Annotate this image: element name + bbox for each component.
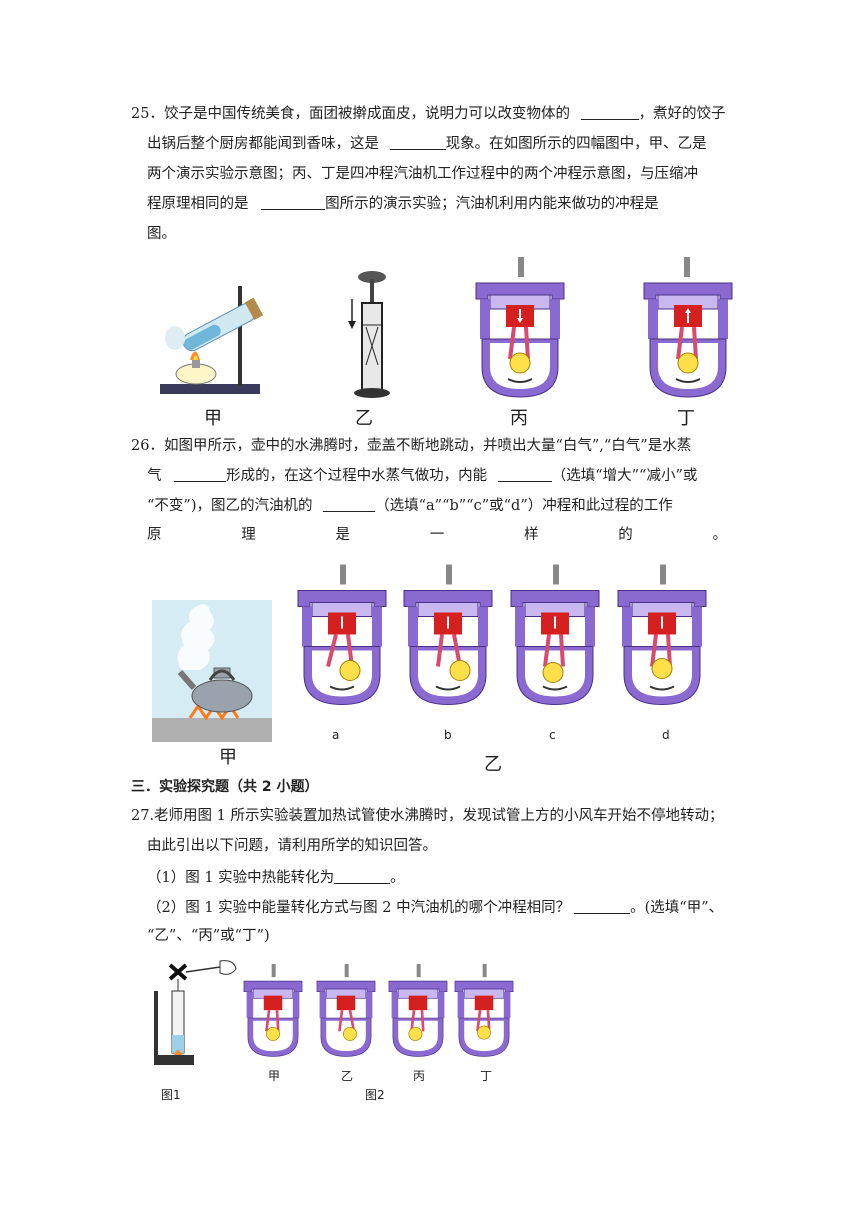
q26-blank-2[interactable] — [497, 463, 552, 482]
q25-label-bing: 丙 — [510, 408, 528, 429]
q25-text: ，煮好的饺子 — [638, 106, 726, 122]
q26-char: 原 — [147, 527, 162, 543]
q26-text: 气 — [147, 468, 162, 484]
q26-stroke-label-a: a — [332, 728, 340, 742]
q26-stroke-label-c: c — [549, 728, 556, 742]
q26-line3: “不变”)，图乙的汽油机的 （选填“a”“b”“c”或“d”）冲程和此过程的工作 — [147, 491, 673, 521]
q27-fig2-label: 图2 — [365, 1088, 385, 1102]
q26-label-yi: 乙 — [484, 754, 502, 775]
engine-stroke-b — [403, 564, 493, 706]
q27-engine-label-jia: 甲 — [268, 1069, 281, 1083]
boiling-kettle-figure — [152, 600, 272, 742]
q25-text: 现象。在如图所示的四幅图中，甲、乙是 — [445, 136, 707, 152]
q26-blank-1[interactable] — [174, 463, 227, 482]
q26-stroke-label-d: d — [662, 728, 670, 742]
q25-blank-1[interactable] — [580, 101, 639, 120]
engine-stroke-d — [617, 564, 707, 706]
q27-line3: （1）图 1 实验中热能转化为 。 — [147, 863, 405, 893]
q26-line4: 原 理 是 一 样 的 。 — [147, 520, 727, 550]
q26-line1: 26．如图甲所示，壶中的水沸腾时，壶盖不断地跳动，并喷出大量“白气”,“白气”是… — [131, 438, 692, 454]
q25-blank-2[interactable] — [389, 131, 446, 150]
q25-line3: 两个演示实验示意图；丙、丁是四冲程汽油机工作过程中的两个冲程示意图，与压缩冲 — [147, 166, 698, 182]
air-compression-cylinder-figure — [348, 271, 390, 398]
q26-blank-3[interactable] — [323, 493, 376, 512]
q27-text: （2）图 1 实验中能量转化方式与图 2 中汽油机的哪个冲程相同？ — [147, 900, 571, 916]
q26-char: 样 — [524, 527, 539, 543]
q26-char: 是 — [335, 527, 351, 543]
engine-diagram-bing — [475, 257, 565, 398]
q27-engine-label-yi: 乙 — [341, 1069, 354, 1083]
q27-line2: 由此引出以下问题，请利用所学的知识回答。 — [147, 838, 437, 854]
q27-text: 。(选填“甲”、 — [630, 900, 724, 916]
q25-line2: 出锅后整个厨房都能闻到香味，这是 现象。在如图所示的四幅图中，甲、乙是 — [147, 129, 707, 159]
alcohol-lamp-test-tube-figure — [160, 286, 264, 394]
q26-char: 。 — [712, 527, 728, 543]
q25-blank-3[interactable] — [261, 191, 326, 210]
engine-diagram-ding — [643, 257, 733, 398]
q25-label-jia: 甲 — [204, 408, 222, 429]
q27-text: 。 — [390, 870, 405, 886]
q27-engine-bing — [388, 963, 448, 1057]
q25-label-ding: 丁 — [677, 408, 695, 429]
q25-text: 25．饺子是中国传统美食，面团被擀成面皮，说明力可以改变物体的 — [131, 106, 570, 122]
engine-stroke-a — [297, 564, 387, 706]
q27-engine-label-bing: 丙 — [413, 1069, 426, 1083]
section-heading: 三．实验探究题（共 2 小题） — [131, 779, 319, 795]
q26-char: 的 — [618, 527, 633, 543]
pinwheel-test-tube-figure — [154, 960, 237, 1065]
q26-char: 一 — [429, 527, 445, 543]
q25-text: 图所示的演示实验；汽油机利用内能来做功的冲程是 — [325, 196, 659, 212]
q27-engine-yi — [316, 963, 376, 1057]
q25-line4: 程原理相同的是 图所示的演示实验；汽油机利用内能来做功的冲程是 — [147, 189, 659, 219]
q26-text: 形成的，在这个过程中水蒸气做功，内能 — [226, 468, 488, 484]
q25-line5: 图。 — [147, 226, 176, 242]
q25-text: 出锅后整个厨房都能闻到香味，这是 — [147, 136, 379, 152]
q27-line5: “乙”、“丙”或“丁”) — [147, 928, 270, 944]
q26-stroke-label-b: b — [444, 728, 452, 742]
q26-line2: 气 形成的，在这个过程中水蒸气做功，内能 （选填“增大”“减小”或 — [147, 461, 697, 491]
q27-blank-2[interactable] — [574, 895, 631, 914]
q25-label-yi: 乙 — [355, 408, 373, 429]
q26-label-jia: 甲 — [219, 747, 237, 768]
q27-engine-jia — [243, 963, 303, 1057]
q27-fig1-label: 图1 — [161, 1088, 181, 1102]
q27-engine-label-ding: 丁 — [480, 1069, 493, 1083]
q27-engine-ding — [454, 963, 514, 1057]
engine-stroke-c — [510, 564, 600, 706]
q27-blank-1[interactable] — [334, 865, 391, 884]
q25-text: 程原理相同的是 — [147, 196, 249, 212]
q26-text: “不变”)，图乙的汽油机的 — [147, 498, 313, 514]
q27-line4: （2）图 1 实验中能量转化方式与图 2 中汽油机的哪个冲程相同？ 。(选填“甲”… — [147, 893, 723, 923]
q27-text: （1）图 1 实验中热能转化为 — [147, 870, 335, 886]
q26-text: （选填“增大”“减小”或 — [551, 468, 698, 484]
q27-line1: 27.老师用图 1 所示实验装置加热试管使水沸腾时，发现试管上方的小风车开始不停… — [131, 808, 724, 824]
q26-text: （选填“a”“b”“c”或“d”）冲程和此过程的工作 — [375, 498, 673, 514]
q25-line1: 25．饺子是中国传统美食，面团被擀成面皮，说明力可以改变物体的 ，煮好的饺子 — [131, 99, 726, 129]
q26-char: 理 — [241, 527, 256, 543]
